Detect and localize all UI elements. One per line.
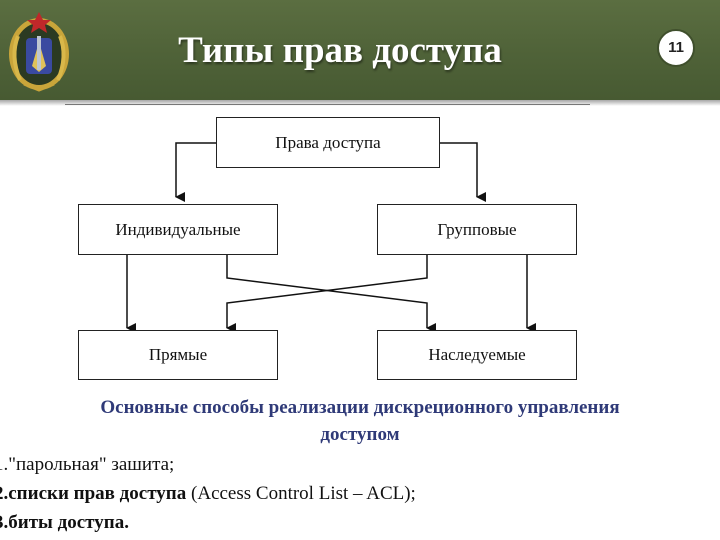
box-individual: Индивидуальные — [78, 204, 278, 255]
connector-group-to-direct — [226, 254, 428, 333]
military-emblem-icon — [9, 12, 69, 92]
connector-root-to-group — [440, 142, 486, 202]
slide-title: Типы прав доступа — [178, 30, 502, 71]
list-number: 1. — [0, 454, 9, 475]
header-shadow — [0, 100, 720, 106]
caption-line-2: доступом — [320, 424, 400, 445]
list-number: 3. — [0, 512, 9, 533]
box-group: Групповые — [377, 204, 577, 255]
list-bold-text: биты доступа. — [8, 512, 129, 533]
page-number-badge: 11 — [657, 29, 695, 67]
header-divider-line — [65, 104, 590, 105]
methods-list: 1."парольная" зашита; 2.списки прав дост… — [0, 450, 714, 537]
list-number: 2. — [0, 483, 9, 504]
slide-header: Типы прав доступа 11 — [0, 0, 720, 100]
connector-root-to-individual — [175, 142, 216, 202]
list-item: 1."парольная" зашита; — [0, 450, 714, 479]
box-inherited: Наследуемые — [377, 330, 577, 380]
list-item: 3.биты доступа. — [0, 508, 714, 537]
diagram-connectors — [126, 142, 536, 333]
box-root: Права доступа — [216, 117, 440, 168]
caption: Основные способы реализации дискреционно… — [0, 394, 720, 448]
list-text: (Access Control List – ACL); — [186, 483, 416, 504]
list-bold-text: списки прав доступа — [8, 483, 187, 504]
caption-line-1: Основные способы реализации дискреционно… — [100, 397, 620, 418]
box-direct: Прямые — [78, 330, 278, 380]
list-item: 2.списки прав доступа (Access Control Li… — [0, 479, 714, 508]
list-text: "парольная" зашита; — [8, 454, 175, 475]
